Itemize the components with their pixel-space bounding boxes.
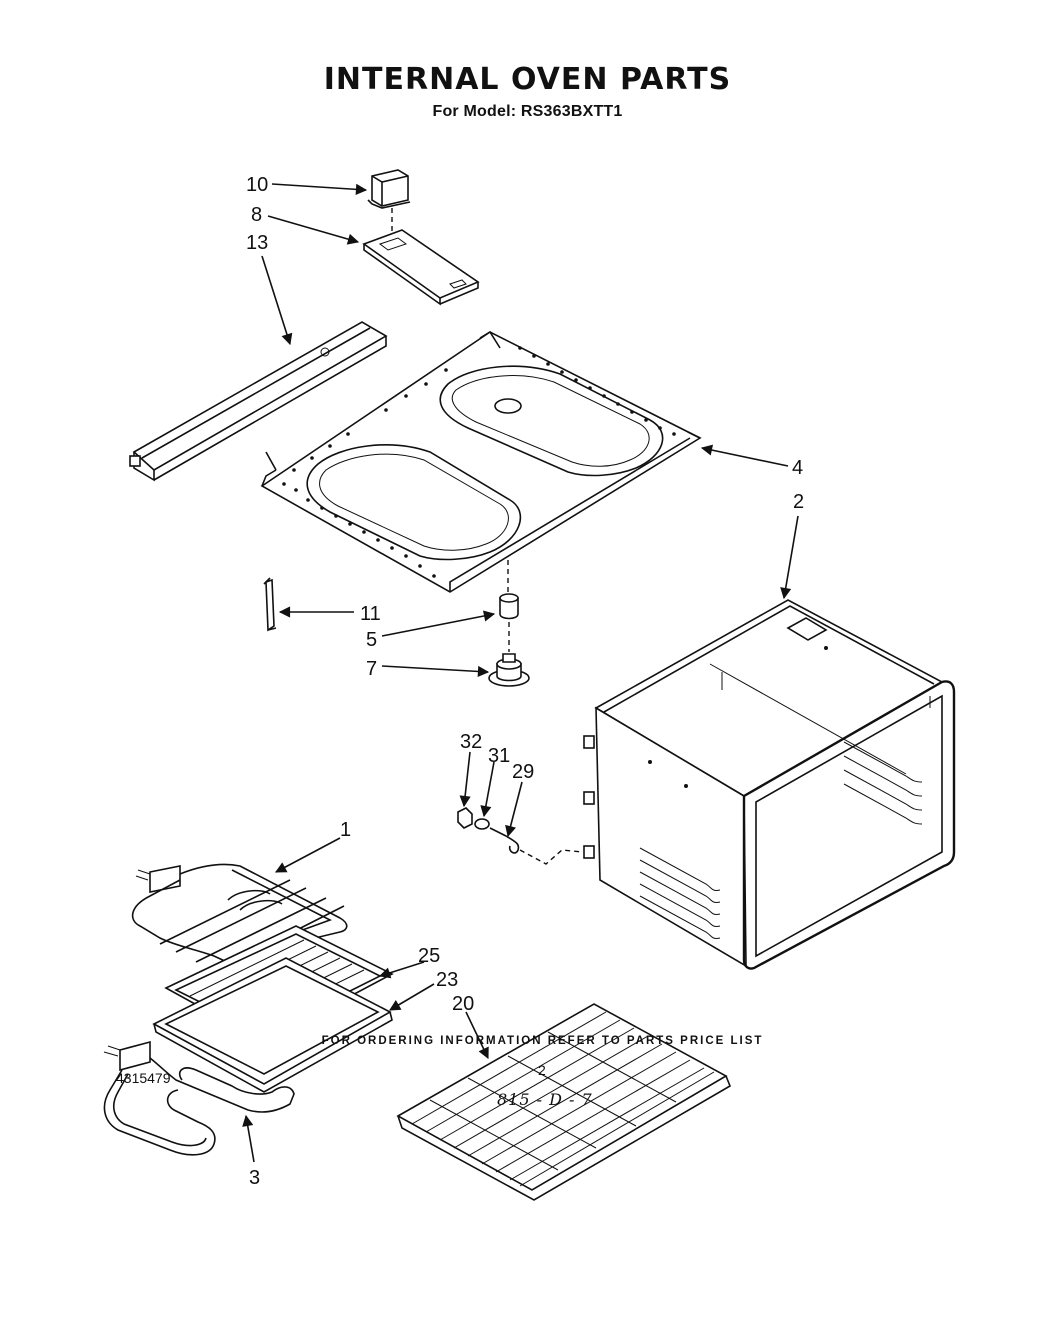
- part-2-oven-liner: [583, 599, 956, 970]
- handwritten-code: 815 - D - 7: [497, 1090, 593, 1109]
- callout-25: 25: [418, 945, 440, 967]
- callout-leaders: [242, 183, 799, 1163]
- part-20-oven-rack: [396, 1003, 731, 1201]
- ordering-note: FOR ORDERING INFORMATION REFER TO PARTS …: [321, 1035, 764, 1047]
- callout-20: 20: [452, 993, 474, 1015]
- callout-10: 10: [246, 174, 268, 196]
- callout-1: 1: [340, 819, 351, 841]
- callout-5: 5: [366, 629, 377, 651]
- document-number: 4315479: [116, 1070, 171, 1086]
- part-7-mount: [488, 653, 530, 687]
- callout-11: 11: [360, 603, 381, 625]
- callout-2: 2: [793, 491, 804, 513]
- callout-labels: 10 8 13 4 2 11 5 7 32 31 29 1 25 23 20 3: [246, 174, 804, 1189]
- callout-7: 7: [366, 658, 377, 680]
- callout-8: 8: [251, 204, 262, 226]
- part-32-31-29-lamp-assembly: [457, 807, 583, 865]
- callout-32: 32: [460, 731, 482, 753]
- callout-31: 31: [488, 745, 510, 767]
- part-10-switch: [367, 169, 411, 238]
- callout-3: 3: [249, 1167, 260, 1189]
- page-title: INTERNAL OVEN PARTS: [323, 62, 732, 97]
- part-23-broil-pan: [152, 957, 393, 1093]
- part-13-rail: [129, 321, 388, 482]
- model-subtitle: For Model: RS363BXTT1: [432, 103, 623, 120]
- part-11-clip: [263, 577, 277, 632]
- part-4-oven-bottom: [260, 330, 702, 593]
- callout-4: 4: [792, 457, 803, 479]
- callout-23: 23: [436, 969, 458, 991]
- part-5-bushing: [499, 593, 519, 652]
- part-8-plate: [362, 229, 480, 306]
- callout-29: 29: [512, 761, 534, 783]
- callout-13: 13: [246, 232, 268, 254]
- liner-side-vents: [639, 741, 923, 939]
- part-3-bake-element: [103, 1040, 295, 1156]
- page-number: 2: [538, 1062, 546, 1078]
- bottom-panel-perforations: [282, 346, 676, 578]
